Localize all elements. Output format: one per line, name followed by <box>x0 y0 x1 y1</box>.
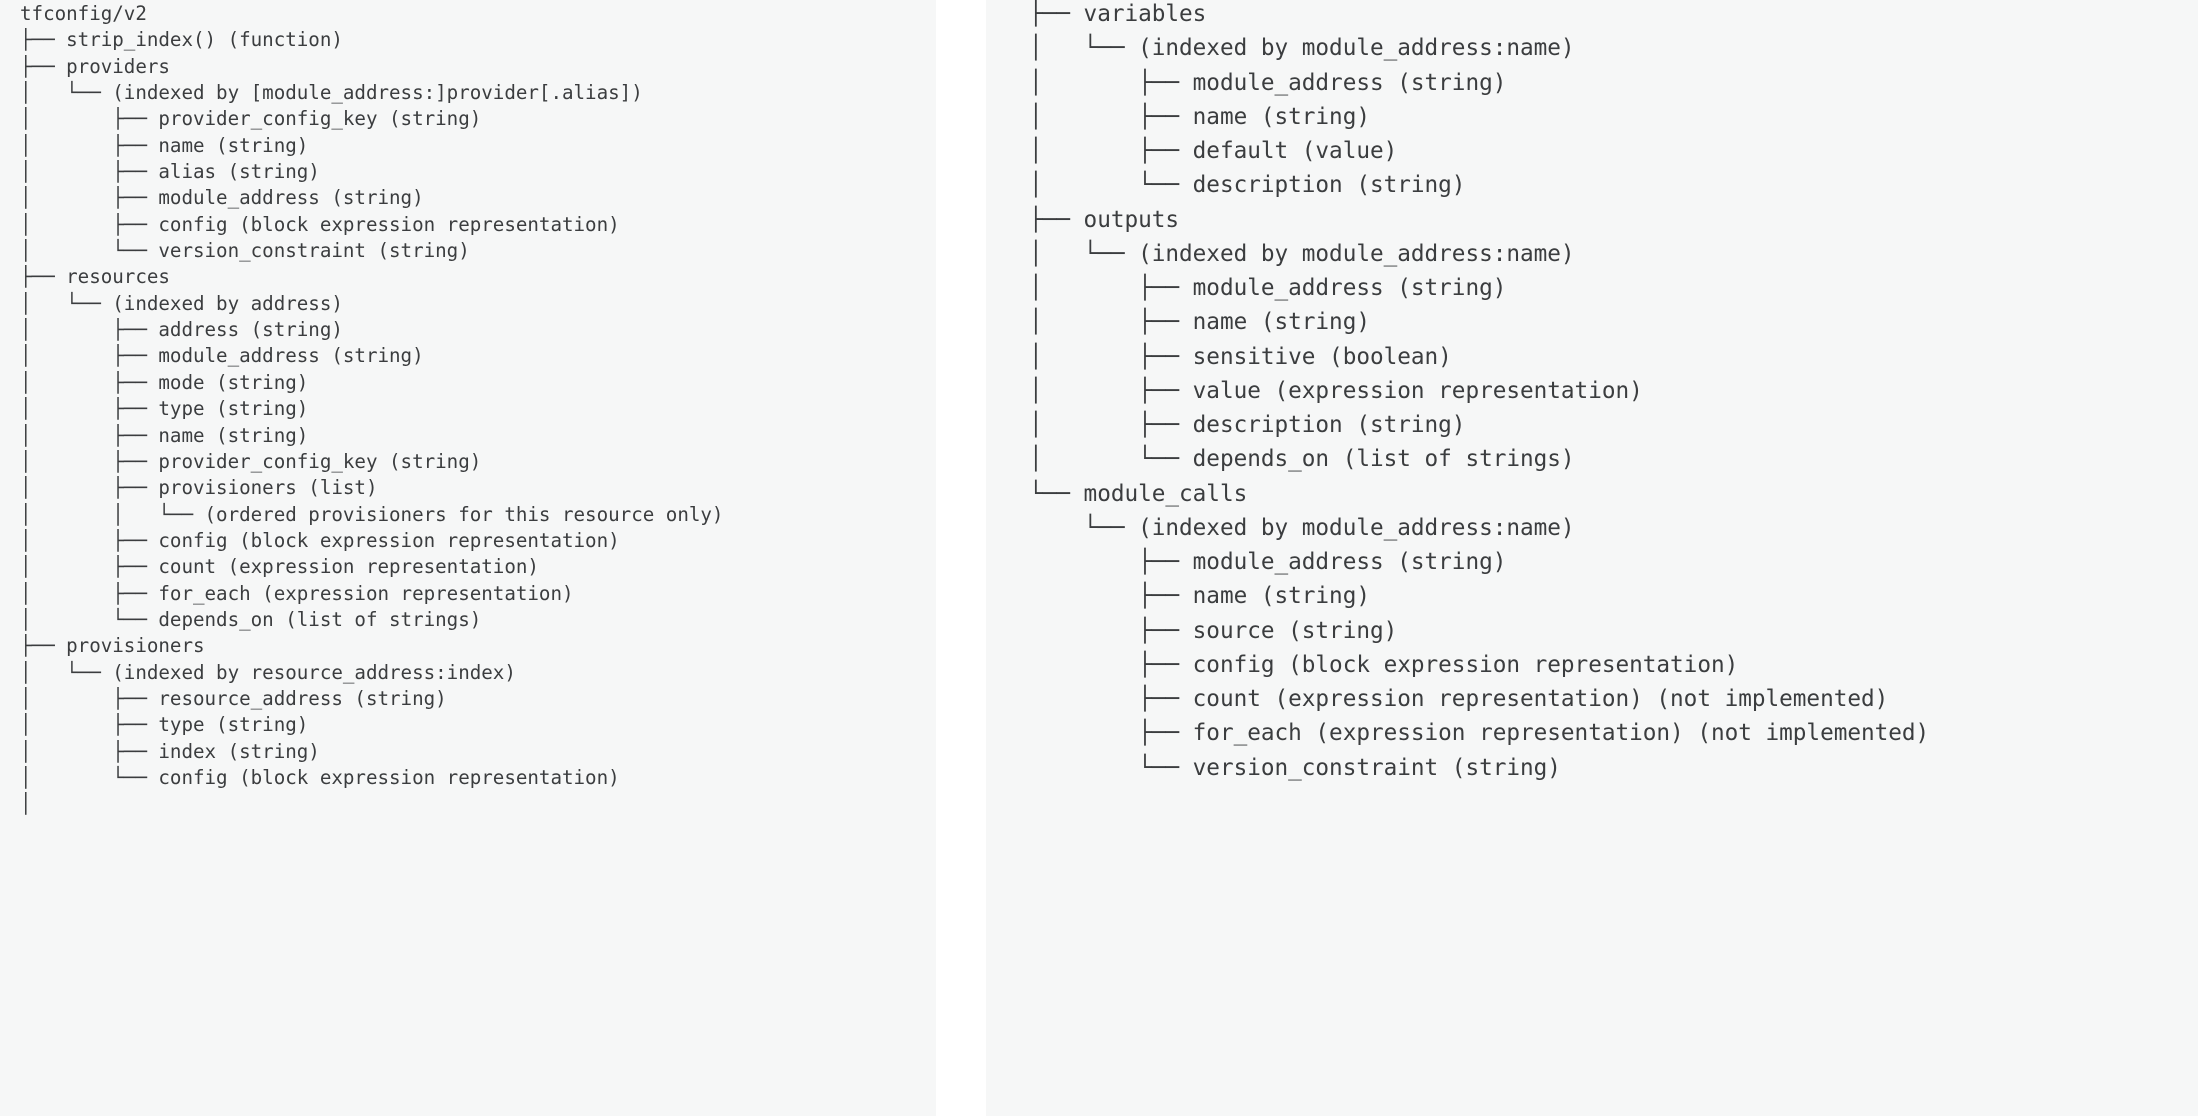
code-block-right: ├── variables │ └── (indexed by module_a… <box>986 0 2198 1116</box>
tree-text-right: ├── variables │ └── (indexed by module_a… <box>1029 1 1930 781</box>
panel-gap-divider <box>936 0 986 1116</box>
code-block-left: tfconfig/v2 ├── strip_index() (function)… <box>0 0 936 1116</box>
tree-text-left: tfconfig/v2 ├── strip_index() (function)… <box>20 2 724 816</box>
